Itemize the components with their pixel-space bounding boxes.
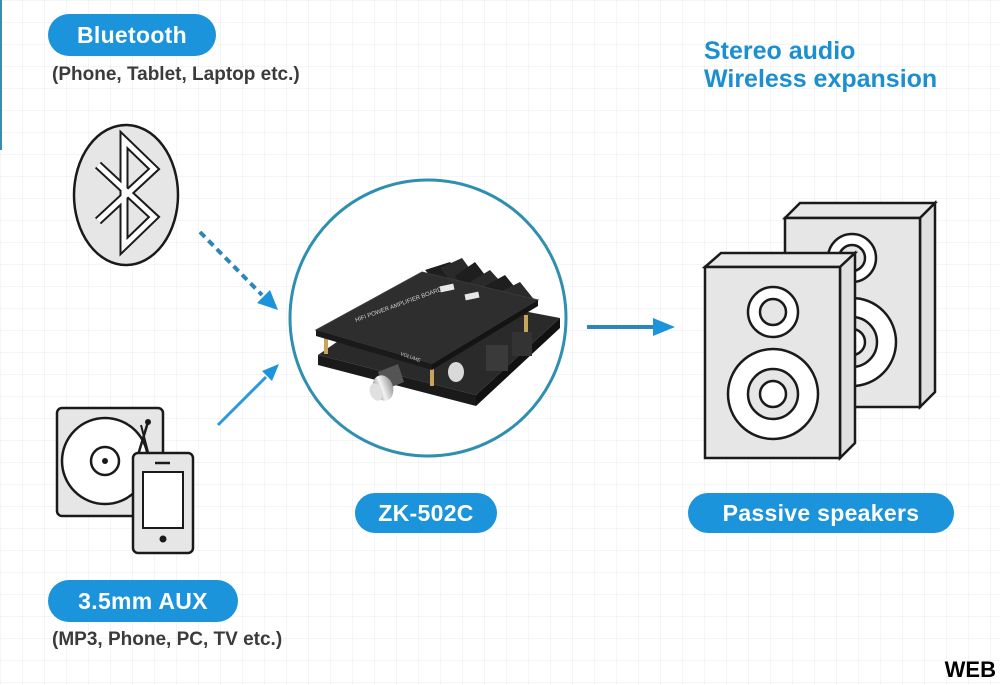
watermark: WEB — [944, 657, 996, 682]
aux-label: 3.5mm AUX — [78, 587, 208, 614]
headline: Stereo audio Wireless expansion — [704, 37, 937, 93]
amplifier-board-photo: HIFI POWER AMPLIFIER BOARD VOLUME — [314, 258, 560, 406]
amplifier-label-pill: ZK-502C — [355, 493, 497, 533]
bluetooth-subtitle: (Phone, Tablet, Laptop etc.) — [52, 64, 300, 85]
amplifier-label: ZK-502C — [378, 499, 474, 526]
left-edge-line — [0, 0, 2, 150]
aux-label-pill: 3.5mm AUX — [48, 580, 238, 622]
bluetooth-to-amplifier-arrow — [198, 230, 278, 310]
speakers-icon — [701, 199, 939, 462]
aux-subtitle: (MP3, Phone, PC, TV etc.) — [52, 629, 283, 650]
speakers-label-pill: Passive speakers — [688, 493, 954, 533]
headline-line-1: Stereo audio — [704, 37, 856, 65]
bluetooth-label: Bluetooth — [76, 21, 187, 48]
turntable-phone-icon — [55, 406, 195, 555]
amplifier-to-speakers-arrow — [587, 318, 675, 336]
bluetooth-label-pill: Bluetooth — [48, 14, 216, 56]
aux-to-amplifier-arrow — [216, 364, 279, 427]
bluetooth-icon — [72, 123, 180, 267]
front-speaker-icon — [701, 250, 859, 462]
volume-knob — [369, 364, 404, 401]
speakers-label: Passive speakers — [722, 499, 920, 526]
headline-line-2: Wireless expansion — [704, 65, 938, 93]
